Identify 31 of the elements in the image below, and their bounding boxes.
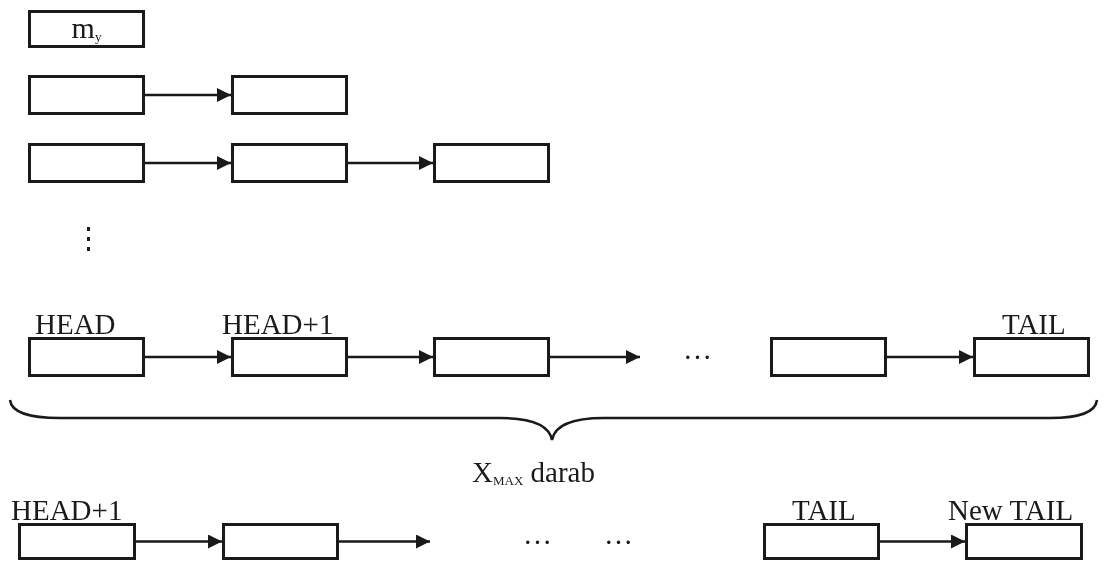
empty-list-box [770, 337, 887, 377]
element-label: HEAD+1 [222, 308, 334, 340]
arrow [145, 88, 231, 102]
arrow [348, 156, 433, 170]
arrow [339, 534, 430, 549]
arrow [145, 350, 231, 364]
empty-list-box [231, 75, 348, 115]
empty-list-box [433, 143, 550, 183]
vertical-ellipsis: ⋮ [74, 222, 103, 254]
arrow [887, 350, 973, 364]
arrow [348, 350, 433, 364]
empty-list-box [28, 143, 145, 183]
brace-label: X$_{MAX}$ darab [472, 456, 595, 490]
empty-list-box [433, 337, 550, 377]
ellipsis: … [523, 518, 552, 550]
list-element-box [28, 10, 145, 48]
empty-list-box [28, 75, 145, 115]
arrow [136, 534, 222, 549]
element-label: HEAD+1 [11, 494, 123, 526]
ellipsis: … [683, 333, 712, 365]
element-label: New TAIL [948, 494, 1074, 526]
arrow [550, 350, 640, 364]
element-label: TAIL [792, 494, 856, 526]
ellipsis: … [604, 518, 633, 550]
empty-list-box [222, 523, 339, 560]
element-label: TAIL [1002, 308, 1066, 340]
arrow [880, 534, 965, 549]
arrow [145, 156, 231, 170]
empty-list-box [231, 143, 348, 183]
element-label: m$_{y}$ [70, 10, 103, 46]
element-label: HEAD [35, 308, 116, 340]
